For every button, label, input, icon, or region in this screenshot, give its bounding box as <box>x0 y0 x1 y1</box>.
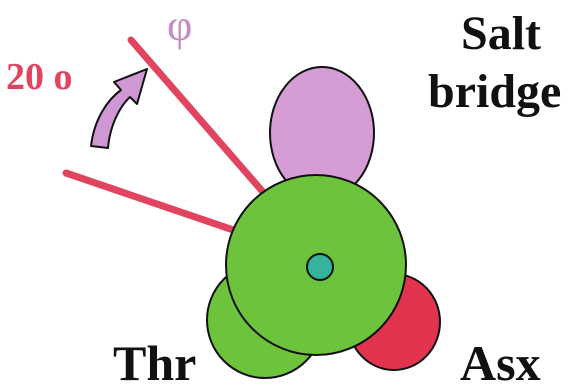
teal-atom <box>307 254 333 280</box>
rotation-line-lower <box>66 173 248 235</box>
bridge-label: bridge <box>428 68 561 116</box>
thr-label: Thr <box>113 338 196 388</box>
phi-label: φ <box>167 4 192 48</box>
asx-label: Asx <box>460 338 541 388</box>
salt-label: Salt <box>461 10 541 58</box>
angle-label: 20 o <box>6 58 73 96</box>
curved-arrow-icon <box>91 69 147 148</box>
rotation-line-upper <box>131 40 263 192</box>
